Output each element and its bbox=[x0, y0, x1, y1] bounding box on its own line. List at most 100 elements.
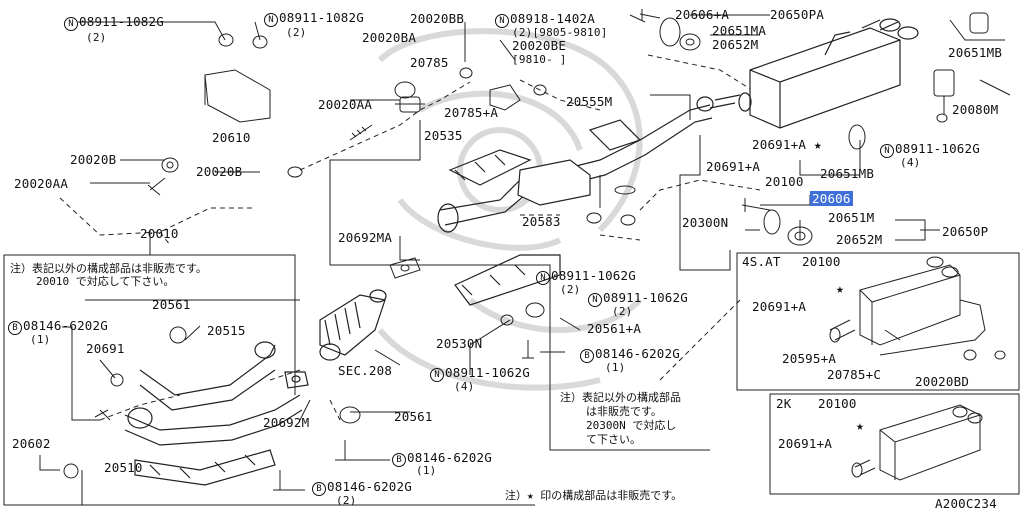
part-20652m-top: 20652M bbox=[712, 37, 759, 52]
part-20080m: 20080M bbox=[952, 102, 999, 117]
star-icon: ★ bbox=[856, 419, 865, 434]
qty: (4) bbox=[900, 156, 921, 169]
circle-b-icon: B bbox=[8, 321, 22, 335]
note-mid-line3: 20300N で対応し bbox=[586, 419, 677, 432]
inset-box-2k bbox=[769, 393, 1020, 495]
inset1-part-20785c: 20785+C bbox=[827, 367, 882, 382]
part-20785: 20785 bbox=[410, 55, 449, 70]
part-20510: 20510 bbox=[104, 460, 143, 475]
circle-b-icon: B bbox=[312, 482, 326, 496]
star-icon: ★ bbox=[813, 138, 822, 153]
part-20651mb-right: 20651MB bbox=[948, 45, 1003, 60]
note-top-line2: 20010 で対応して下さい。 bbox=[36, 275, 175, 288]
part-20691a-1: 20691+A ★ bbox=[752, 138, 822, 152]
inset1-title: 4S.AT bbox=[742, 254, 781, 269]
small-parts bbox=[63, 33, 636, 491]
circle-n-icon: N bbox=[264, 13, 278, 27]
part-20602: 20602 bbox=[12, 436, 51, 451]
part-20020aa: 20020AA bbox=[318, 97, 373, 112]
inset2-muffler bbox=[851, 404, 983, 481]
center-pipe bbox=[437, 96, 714, 306]
inset1-part-20595a: 20595+A bbox=[782, 351, 837, 366]
part-number: 08911-1062G bbox=[445, 365, 530, 380]
selected-part-label[interactable]: 20606 bbox=[810, 191, 853, 206]
part-number: 08911-1062G bbox=[551, 268, 636, 283]
part-20561a: 20561+A bbox=[587, 321, 642, 336]
section-ref-208: SEC.208 bbox=[338, 363, 393, 378]
qty: (4) bbox=[454, 380, 475, 393]
part-20555m: 20555M bbox=[566, 94, 613, 109]
part-number: 08146-6202G bbox=[407, 450, 492, 465]
inset-box-4sat bbox=[736, 252, 1020, 391]
part-20020b-2: 20020B bbox=[196, 164, 243, 179]
callout-lines bbox=[3, 14, 1011, 506]
part-number: 08911-1082G bbox=[279, 10, 364, 25]
part-20652m: 20652M bbox=[836, 232, 883, 247]
inset1-part-20100: 20100 bbox=[802, 254, 841, 269]
inset1-part-20020bd: 20020BD bbox=[915, 374, 970, 389]
part-20651ma: 20651MA bbox=[712, 23, 767, 38]
part-20020b-1: 20020B bbox=[70, 152, 117, 167]
note-bottom: 注）★ 印の構成部品は非販売です。 bbox=[505, 489, 683, 502]
part-20561-mid: 20561 bbox=[394, 409, 433, 424]
qty: (2) bbox=[86, 31, 107, 44]
part-20691: 20691 bbox=[86, 341, 125, 356]
part-20610: 20610 bbox=[212, 130, 251, 145]
part-20651m: 20651M bbox=[828, 210, 875, 225]
part-number: 08911-1062G bbox=[895, 141, 980, 156]
part-20606a: 20606+A bbox=[675, 7, 730, 22]
star-icon: ★ bbox=[836, 282, 845, 297]
part-20020aa-left: 20020AA bbox=[14, 176, 69, 191]
part-20100: 20100 bbox=[765, 174, 804, 189]
circle-n-icon: N bbox=[588, 293, 602, 307]
qty: (1) bbox=[416, 464, 437, 477]
part-number: 08911-1082G bbox=[79, 14, 164, 29]
part-20515: 20515 bbox=[207, 323, 246, 338]
qty: (2) bbox=[560, 283, 581, 296]
front-pipes bbox=[124, 289, 387, 486]
part-20300n: 20300N bbox=[682, 215, 729, 230]
main-muffler bbox=[709, 18, 919, 129]
inset1-part-20691a: 20691+A bbox=[752, 299, 807, 314]
part-20530n: 20530N bbox=[436, 336, 483, 351]
circle-n-icon: N bbox=[64, 17, 78, 31]
note-mid-line2: は非販売です。 bbox=[586, 405, 662, 418]
hangers-top bbox=[639, 9, 989, 246]
part-20020bb: 20020BB bbox=[410, 11, 465, 26]
note-mid-line1: 注）表記以外の構成部品 bbox=[560, 391, 681, 404]
diagram-id: A200C234 bbox=[935, 496, 997, 511]
part-number: 08146-6202G bbox=[595, 346, 680, 361]
qty: (2) bbox=[336, 494, 357, 507]
note-top-line1: 注）表記以外の構成部品は非販売です。 bbox=[10, 262, 207, 275]
part-number: 08918-1402A bbox=[510, 11, 595, 26]
part-20583: 20583 bbox=[522, 214, 561, 229]
qty: (2) bbox=[286, 26, 307, 39]
part-20651mb: 20651MB bbox=[820, 166, 875, 181]
part-20606-selected[interactable]: 20606 bbox=[810, 191, 853, 206]
date-range: [9810- ] bbox=[512, 53, 567, 66]
circle-n-icon: N bbox=[536, 271, 550, 285]
part-number: 20691+A bbox=[752, 137, 807, 152]
inset2-title: 2K bbox=[776, 396, 792, 411]
part-20535: 20535 bbox=[424, 128, 463, 143]
circle-n-icon: N bbox=[430, 368, 444, 382]
date-range: (2)[9805-9810] bbox=[512, 26, 608, 39]
part-20650p: 20650P bbox=[942, 224, 989, 239]
circle-n-icon: N bbox=[880, 144, 894, 158]
inset2-part-20691a: 20691+A bbox=[778, 436, 833, 451]
part-20020be: 20020BE bbox=[512, 38, 567, 53]
part-number: 08911-1062G bbox=[603, 290, 688, 305]
part-20010: 20010 bbox=[140, 226, 179, 241]
part-20691a-2: 20691+A bbox=[706, 159, 761, 174]
